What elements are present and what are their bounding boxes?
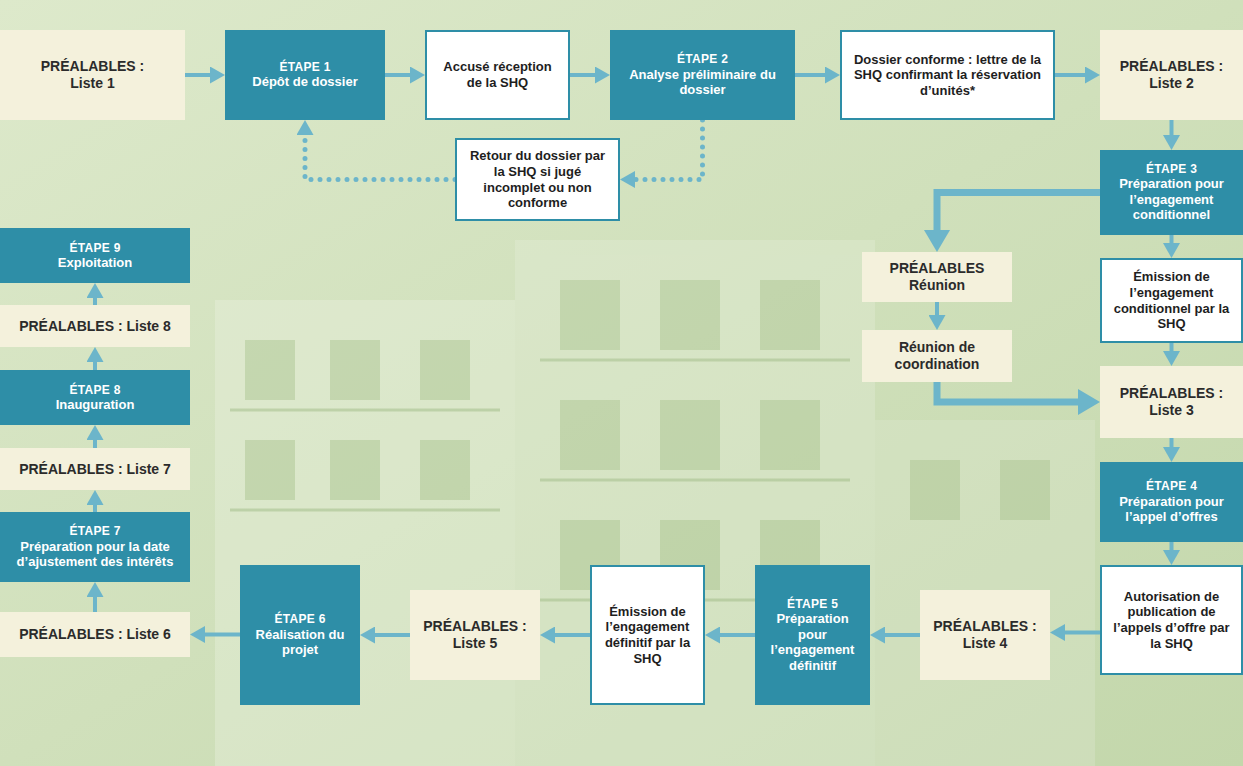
flow-arrow	[570, 73, 604, 77]
flow-arrow	[935, 302, 939, 324]
flow-arrow	[385, 73, 419, 77]
prerequisite-box: PRÉALABLES : Liste 1	[0, 30, 185, 120]
prerequisite-box: PRÉALABLES : Liste 4	[920, 590, 1050, 680]
flow-arrow	[185, 73, 219, 77]
notice-text: Dossier conforme : lettre de la SHQ conf…	[850, 52, 1045, 99]
step-box: ÉTAPE 5Préparation pour l’engagement déf…	[755, 565, 870, 705]
building-balconies	[230, 360, 850, 600]
return-arrow	[305, 126, 455, 180]
step-box: ÉTAPE 3Préparation pour l’engagement con…	[1100, 150, 1243, 235]
prerequisite-box: PRÉALABLES Réunion	[862, 252, 1012, 302]
flow-arrow	[93, 431, 97, 448]
return-arrow	[626, 120, 703, 180]
notice-box: Accusé réception de la SHQ	[425, 30, 570, 120]
step-number: ÉTAPE 8	[69, 383, 120, 397]
prerequisite-label: PRÉALABLES : Liste 2	[1109, 58, 1234, 92]
flow-arrow	[937, 382, 1091, 402]
prerequisite-box: PRÉALABLES : Liste 2	[1100, 30, 1243, 120]
step-number: ÉTAPE 7	[69, 524, 120, 538]
notice-text: Accusé réception de la SHQ	[435, 59, 560, 90]
notice-box: Émission de l’engagement conditionnel pa…	[1100, 258, 1243, 343]
step-title: Préparation pour la date d’ajustement de…	[8, 539, 182, 570]
notice-box: Dossier conforme : lettre de la SHQ conf…	[840, 30, 1055, 120]
flow-arrow	[711, 633, 755, 637]
building-wall	[215, 300, 515, 766]
flow-arrow	[876, 633, 920, 637]
prerequisite-label: Réunion de coordination	[875, 339, 1000, 373]
step-title: Exploitation	[58, 255, 132, 271]
building-wall	[875, 420, 1095, 766]
flow-arrow	[1170, 343, 1174, 360]
notice-box: Retour du dossier par la SHQ si jugé inc…	[455, 138, 620, 221]
notice-text: Retour du dossier par la SHQ si jugé inc…	[465, 148, 610, 210]
step-box: ÉTAPE 6Réalisation du projet	[240, 565, 360, 705]
prerequisite-box: PRÉALABLES : Liste 6	[0, 612, 190, 657]
notice-box: Autorisation de publication de l’appels …	[1100, 565, 1243, 675]
prerequisite-label: PRÉALABLES : Liste 4	[926, 618, 1044, 652]
prerequisite-label: PRÉALABLES : Liste 1	[30, 58, 155, 92]
prerequisite-box: PRÉALABLES : Liste 5	[410, 590, 540, 680]
flow-arrow	[1170, 438, 1174, 456]
flow-arrow	[546, 633, 590, 637]
building-illustration	[215, 240, 1095, 766]
flow-arrow	[196, 633, 240, 637]
step-title: Inauguration	[56, 397, 135, 413]
prerequisite-label: PRÉALABLES : Liste 7	[19, 461, 171, 478]
prerequisite-label: PRÉALABLES : Liste 3	[1109, 385, 1234, 419]
flow-arrow	[937, 193, 1100, 244]
step-title: Analyse préliminaire du dossier	[618, 67, 787, 98]
step-title: Préparation pour l’appel d’offres	[1108, 494, 1235, 525]
flow-arrow	[795, 73, 834, 77]
flow-arrow	[1170, 542, 1174, 559]
notice-box: Émission de l’engagement définitif par l…	[590, 565, 705, 705]
step-number: ÉTAPE 1	[279, 60, 330, 74]
step-number: ÉTAPE 5	[787, 597, 838, 611]
flow-arrow	[93, 588, 97, 612]
flow-arrow	[366, 633, 410, 637]
step-number: ÉTAPE 2	[677, 52, 728, 66]
building-wall	[515, 240, 875, 766]
building-windows	[245, 280, 1050, 590]
prerequisite-label: PRÉALABLES Réunion	[875, 260, 1000, 294]
step-number: ÉTAPE 9	[69, 241, 120, 255]
step-number: ÉTAPE 3	[1146, 162, 1197, 176]
prerequisite-label: PRÉALABLES : Liste 5	[416, 618, 534, 652]
step-box: ÉTAPE 9Exploitation	[0, 228, 190, 283]
notice-text: Émission de l’engagement conditionnel pa…	[1110, 269, 1233, 331]
step-number: ÉTAPE 4	[1146, 479, 1197, 493]
notice-text: Autorisation de publication de l’appels …	[1110, 589, 1233, 651]
prerequisite-box: PRÉALABLES : Liste 7	[0, 448, 190, 490]
notice-text: Émission de l’engagement définitif par l…	[600, 604, 695, 666]
flow-arrow	[93, 496, 97, 512]
step-box: ÉTAPE 7Préparation pour la date d’ajuste…	[0, 512, 190, 582]
prerequisite-label: PRÉALABLES : Liste 6	[19, 626, 171, 643]
step-box: ÉTAPE 1Dépôt de dossier	[225, 30, 385, 120]
prerequisite-box: Réunion de coordination	[862, 330, 1012, 382]
flow-arrow	[1170, 120, 1174, 144]
step-title: Réalisation du projet	[248, 627, 352, 658]
step-title: Préparation pour l’engagement définitif	[763, 611, 862, 673]
step-number: ÉTAPE 6	[274, 612, 325, 626]
step-box: ÉTAPE 8Inauguration	[0, 370, 190, 425]
step-box: ÉTAPE 2Analyse préliminaire du dossier	[610, 30, 795, 120]
prerequisite-box: PRÉALABLES : Liste 8	[0, 305, 190, 347]
prerequisite-box: PRÉALABLES : Liste 3	[1100, 366, 1243, 438]
step-title: Dépôt de dossier	[252, 74, 357, 90]
flow-arrow	[1055, 73, 1094, 77]
prerequisite-label: PRÉALABLES : Liste 8	[19, 318, 171, 335]
flow-arrow	[1056, 631, 1100, 635]
flow-arrow	[93, 353, 97, 370]
step-title: Préparation pour l’engagement conditionn…	[1108, 176, 1235, 223]
flow-arrow	[93, 289, 97, 305]
step-box: ÉTAPE 4Préparation pour l’appel d’offres	[1100, 462, 1243, 542]
flow-arrow	[1170, 235, 1174, 252]
